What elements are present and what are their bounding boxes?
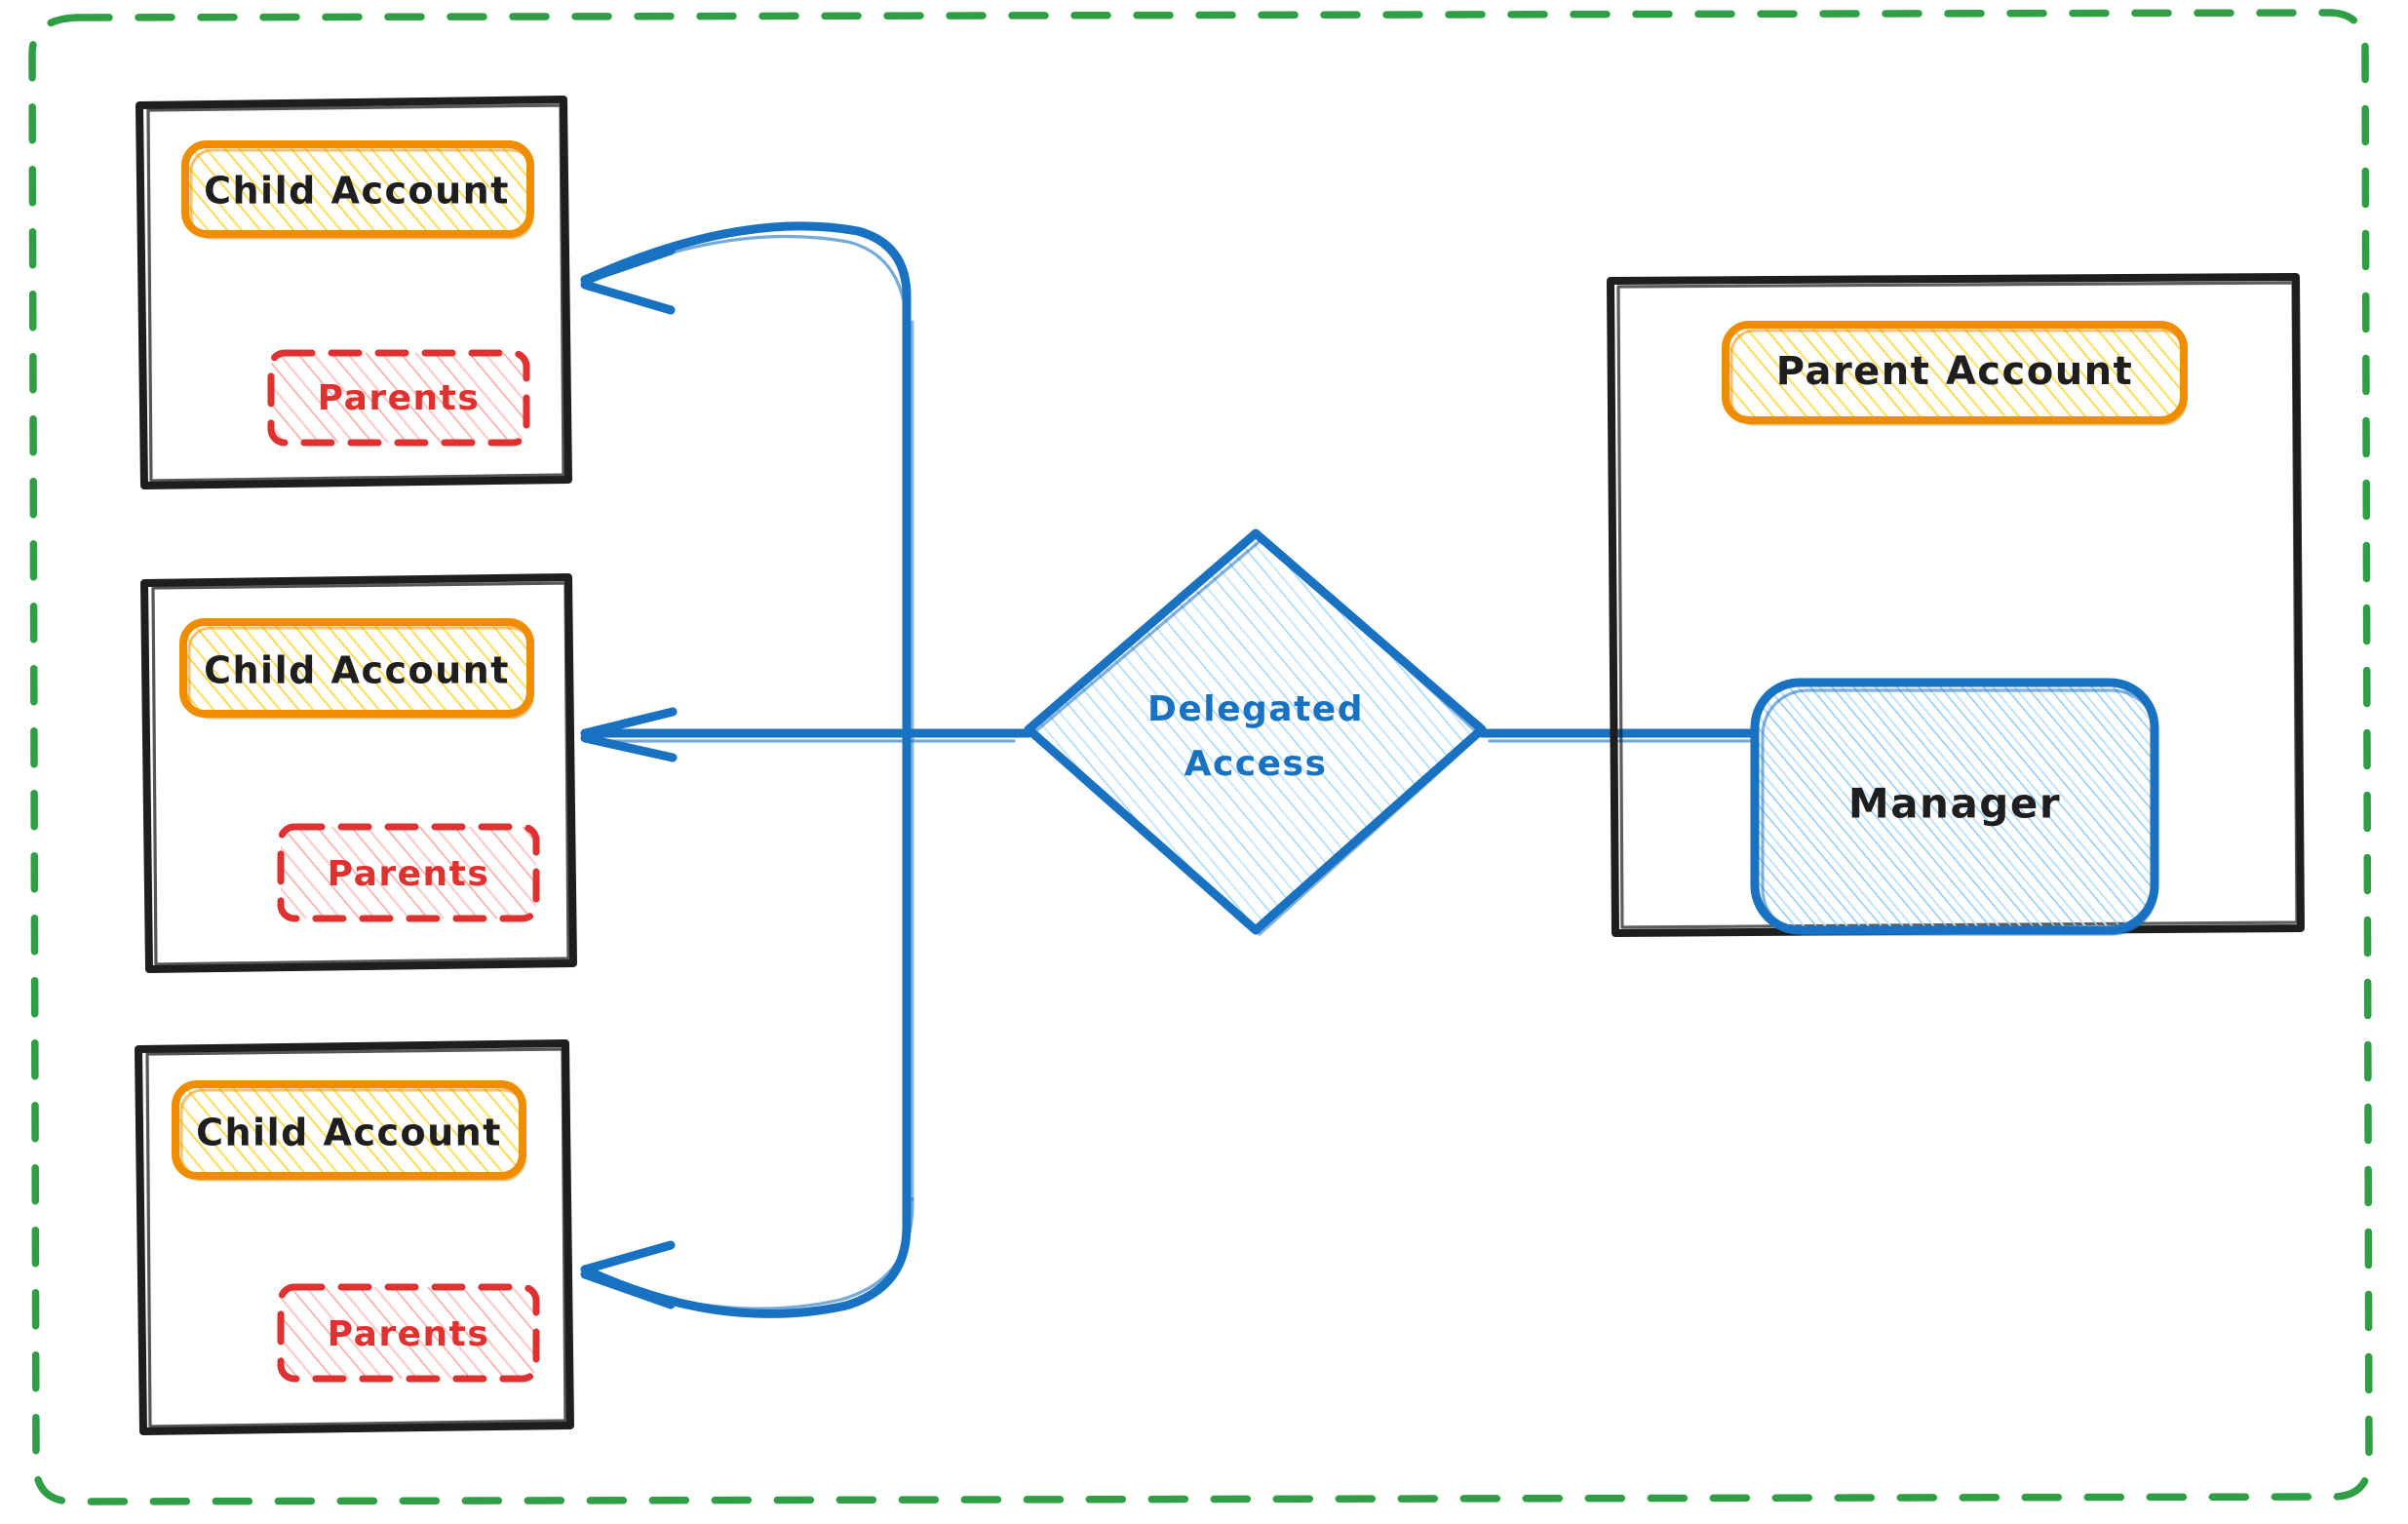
- connector-hub-to-child-1: [580, 221, 912, 324]
- parents-label-3: Parents: [328, 1314, 490, 1354]
- child-account-label-2: Child Account: [204, 649, 510, 692]
- delegated-access-label-line1: Delegated: [1147, 689, 1364, 729]
- parents-label-1: Parents: [318, 378, 481, 418]
- child-account-container-1[interactable]: Child Account Parents: [136, 96, 572, 489]
- child-account-label-1: Child Account: [204, 170, 510, 213]
- child-account-chip-3[interactable]: Child Account: [172, 1080, 526, 1182]
- parents-chip-2[interactable]: Parents: [277, 823, 540, 922]
- parent-account-label: Parent Account: [1776, 349, 2134, 394]
- child-account-container-3[interactable]: Child Account Parents: [135, 1039, 574, 1435]
- delegated-access-label-line2: Access: [1185, 744, 1328, 784]
- child-account-container-2[interactable]: Child Account Parents: [140, 573, 577, 973]
- parent-account-container[interactable]: Parent Account Manager: [1607, 273, 2305, 937]
- delegated-access-node[interactable]: Delegated Access: [1024, 528, 1487, 936]
- connector-group: [580, 221, 1760, 1318]
- parents-chip-3[interactable]: Parents: [277, 1283, 540, 1383]
- connector-hub-to-child-3: [580, 1197, 914, 1318]
- parents-chip-1[interactable]: Parents: [267, 349, 530, 447]
- parents-label-2: Parents: [328, 854, 490, 894]
- child-account-chip-2[interactable]: Child Account: [179, 618, 534, 720]
- manager-label: Manager: [1848, 780, 2061, 828]
- connector-hub-to-child-2: [580, 707, 1033, 762]
- child-account-label-3: Child Account: [196, 1112, 502, 1154]
- manager-chip[interactable]: Manager: [1750, 678, 2159, 936]
- child-account-chip-1[interactable]: Child Account: [181, 140, 534, 240]
- parent-account-chip[interactable]: Parent Account: [1722, 321, 2188, 426]
